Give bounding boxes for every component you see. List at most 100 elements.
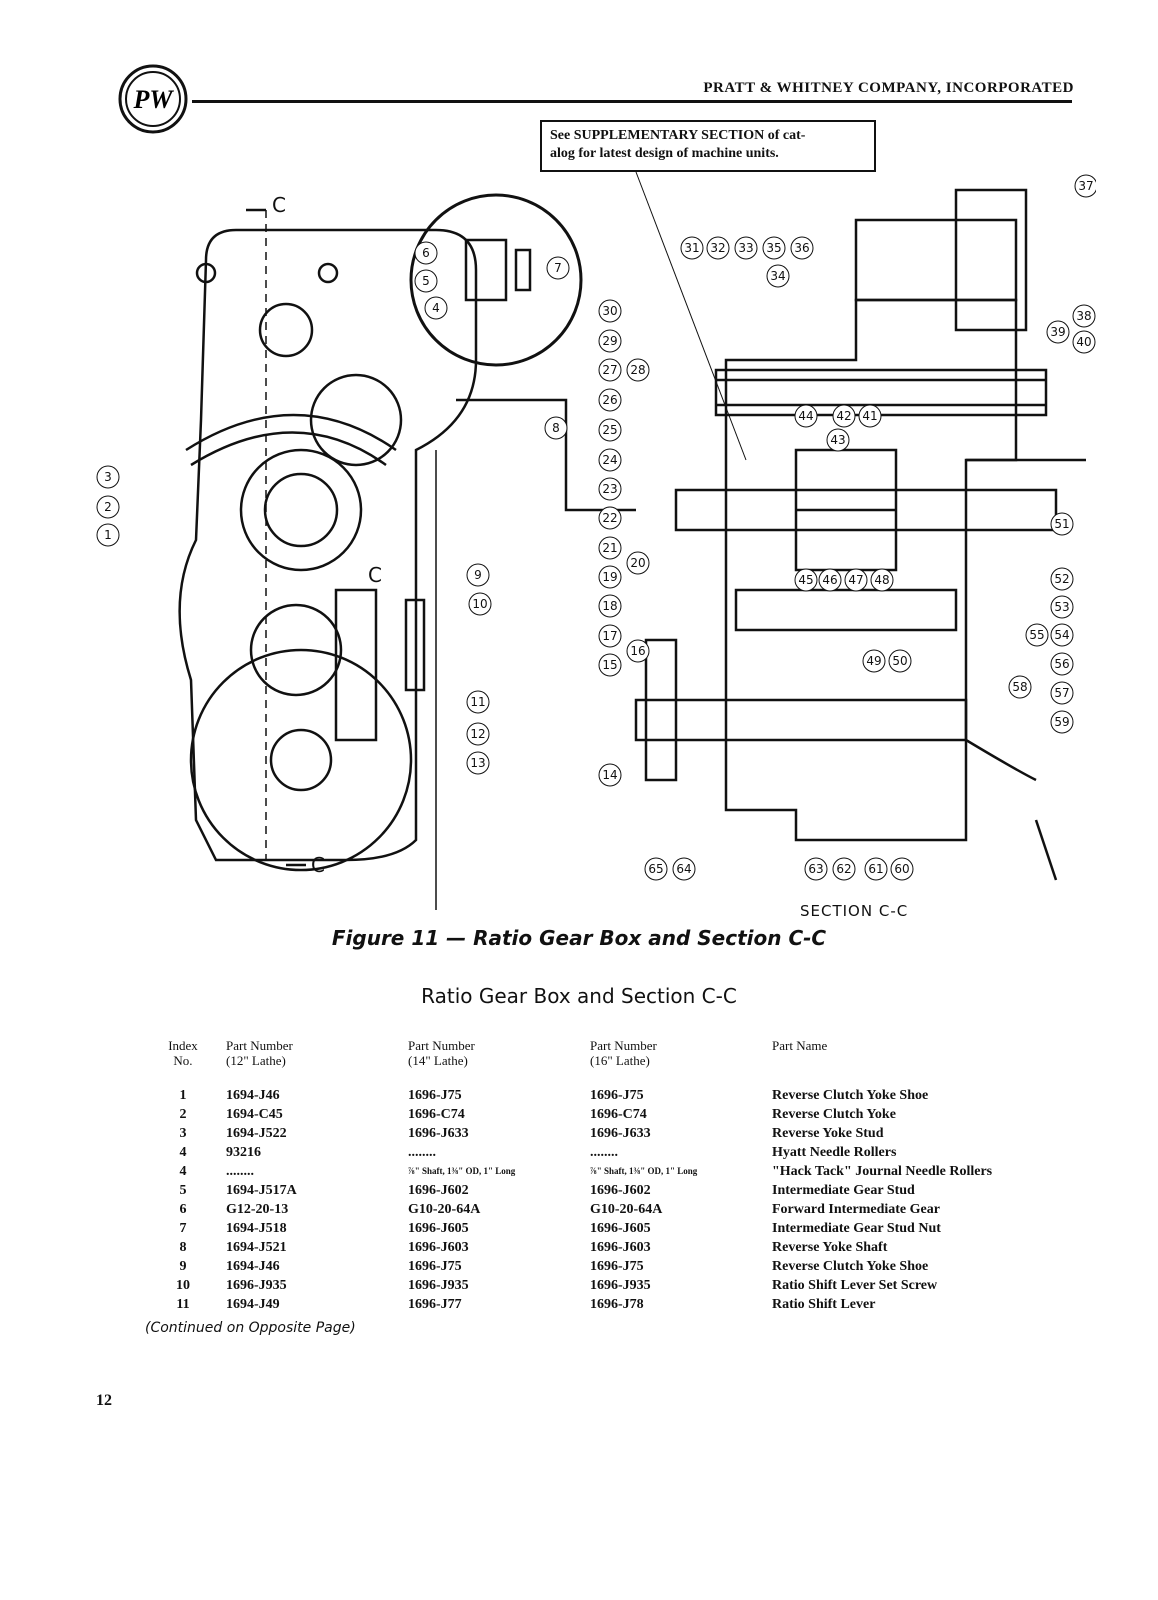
svg-text:5: 5 (422, 274, 430, 288)
notice-line-1: See SUPPLEMENTARY SECTION of cat- (550, 128, 806, 143)
callout-11: 11 (466, 690, 490, 714)
svg-text:44: 44 (798, 409, 813, 423)
callout-43: 43 (826, 428, 850, 452)
svg-text:43: 43 (830, 433, 845, 447)
callout-53: 53 (1050, 595, 1074, 619)
header-rule (192, 100, 1072, 103)
cell-part-16: 1696-J78 (590, 1297, 644, 1312)
svg-text:23: 23 (602, 482, 617, 496)
callout-39: 39 (1046, 320, 1070, 344)
callout-17: 17 (598, 624, 622, 648)
svg-text:3: 3 (104, 470, 112, 484)
callout-41: 41 (858, 404, 882, 428)
callout-19: 19 (598, 565, 622, 589)
svg-text:46: 46 (822, 573, 837, 587)
svg-text:12: 12 (470, 727, 485, 741)
svg-text:35: 35 (766, 241, 781, 255)
svg-text:51: 51 (1054, 517, 1069, 531)
continued-note: (Continued on Opposite Page) (145, 1320, 356, 1336)
callout-25: 25 (598, 418, 622, 442)
cell-part-12: G12-20-13 (226, 1202, 289, 1217)
cell-part-14: 1696-J75 (408, 1259, 462, 1274)
callout-45: 45 (794, 568, 818, 592)
cell-part-name: Forward Intermediate Gear (772, 1202, 940, 1217)
cell-part-name: Hyatt Needle Rollers (772, 1145, 897, 1160)
callout-61: 61 (864, 857, 888, 881)
svg-text:64: 64 (676, 862, 691, 876)
cell-part-12: 1694-J46 (226, 1259, 280, 1274)
header-part-12: Part Number (12" Lathe) (226, 1038, 293, 1068)
cell-part-14: 1696-J602 (408, 1183, 469, 1198)
cell-index: 4 (179, 1145, 187, 1160)
table-row: 8 1694-J521 1696-J603 1696-J603 Reverse … (140, 1238, 1042, 1257)
svg-text:25: 25 (602, 423, 617, 437)
cell-index: 7 (179, 1221, 187, 1236)
table-row: 11 1694-J49 1696-J77 1696-J78 Ratio Shif… (140, 1295, 1042, 1314)
callout-49: 49 (862, 649, 886, 673)
svg-text:26: 26 (602, 393, 617, 407)
svg-text:54: 54 (1054, 628, 1069, 642)
callout-5: 5 (414, 269, 438, 293)
callout-31: 31 (680, 236, 704, 260)
callout-46: 46 (818, 568, 842, 592)
callout-62: 62 (832, 857, 856, 881)
cell-part-14: 1696-J77 (408, 1297, 462, 1312)
cell-part-12: 93216 (226, 1145, 261, 1160)
svg-text:8: 8 (552, 421, 560, 435)
section-mark-c-bottom: C (311, 853, 325, 877)
cell-part-name: Ratio Shift Lever (772, 1297, 876, 1312)
table-row: 9 1694-J46 1696-J75 1696-J75 Reverse Clu… (140, 1257, 1042, 1276)
svg-text:28: 28 (630, 363, 645, 377)
callout-15: 15 (598, 653, 622, 677)
callout-26: 26 (598, 388, 622, 412)
svg-text:59: 59 (1054, 715, 1069, 729)
svg-text:63: 63 (808, 862, 823, 876)
company-name: PRATT & WHITNEY COMPANY, INCORPORATED (703, 80, 1074, 96)
cell-part-14: 1696-J935 (408, 1278, 469, 1293)
section-label: SECTION C-C (800, 902, 909, 920)
svg-text:31: 31 (684, 241, 699, 255)
svg-text:34: 34 (770, 269, 785, 283)
callout-7: 7 (546, 256, 570, 280)
section-mark-c-middle: C (368, 563, 382, 587)
svg-text:56: 56 (1054, 657, 1069, 671)
cell-part-14: G10-20-64A (408, 1202, 481, 1217)
cell-part-name: Reverse Clutch Yoke Shoe (772, 1259, 929, 1274)
svg-text:41: 41 (862, 409, 877, 423)
svg-text:4: 4 (432, 301, 440, 315)
svg-text:29: 29 (602, 334, 617, 348)
cell-index: 6 (179, 1202, 187, 1217)
cell-part-12: 1694-J49 (226, 1297, 280, 1312)
table-row: 3 1694-J522 1696-J633 1696-J633 Reverse … (140, 1124, 1042, 1143)
svg-text:48: 48 (874, 573, 889, 587)
cell-part-16: 1696-J75 (590, 1088, 644, 1103)
callout-20: 20 (626, 551, 650, 575)
cell-part-16: 1696-J633 (590, 1126, 651, 1141)
svg-text:61: 61 (868, 862, 883, 876)
callout-57: 57 (1050, 681, 1074, 705)
svg-text:45: 45 (798, 573, 813, 587)
header-part-14: Part Number (14" Lathe) (408, 1038, 475, 1068)
callout-50: 50 (888, 649, 912, 673)
svg-text:10: 10 (472, 597, 487, 611)
callout-1: 1 (96, 523, 120, 547)
cell-part-name: Intermediate Gear Stud Nut (772, 1221, 941, 1236)
callout-42: 42 (832, 404, 856, 428)
callout-65: 65 (644, 857, 668, 881)
table-header-row: Index No. Part Number (12" Lathe) Part N… (140, 1038, 1042, 1086)
svg-text:37: 37 (1078, 179, 1093, 193)
cell-part-12: 1694-J46 (226, 1088, 280, 1103)
svg-text:40: 40 (1076, 335, 1091, 349)
cell-part-name: Reverse Yoke Stud (772, 1126, 884, 1141)
svg-text:18: 18 (602, 599, 617, 613)
cell-index: 11 (176, 1297, 190, 1312)
svg-text:11: 11 (470, 695, 485, 709)
callout-52: 52 (1050, 567, 1074, 591)
parts-table: Index No. Part Number (12" Lathe) Part N… (140, 1038, 1042, 1314)
callout-48: 48 (870, 568, 894, 592)
callout-60: 60 (890, 857, 914, 881)
header-index: Index No. (168, 1038, 198, 1068)
callout-14: 14 (598, 763, 622, 787)
cell-part-14: 1696-J75 (408, 1088, 462, 1103)
svg-text:39: 39 (1050, 325, 1065, 339)
